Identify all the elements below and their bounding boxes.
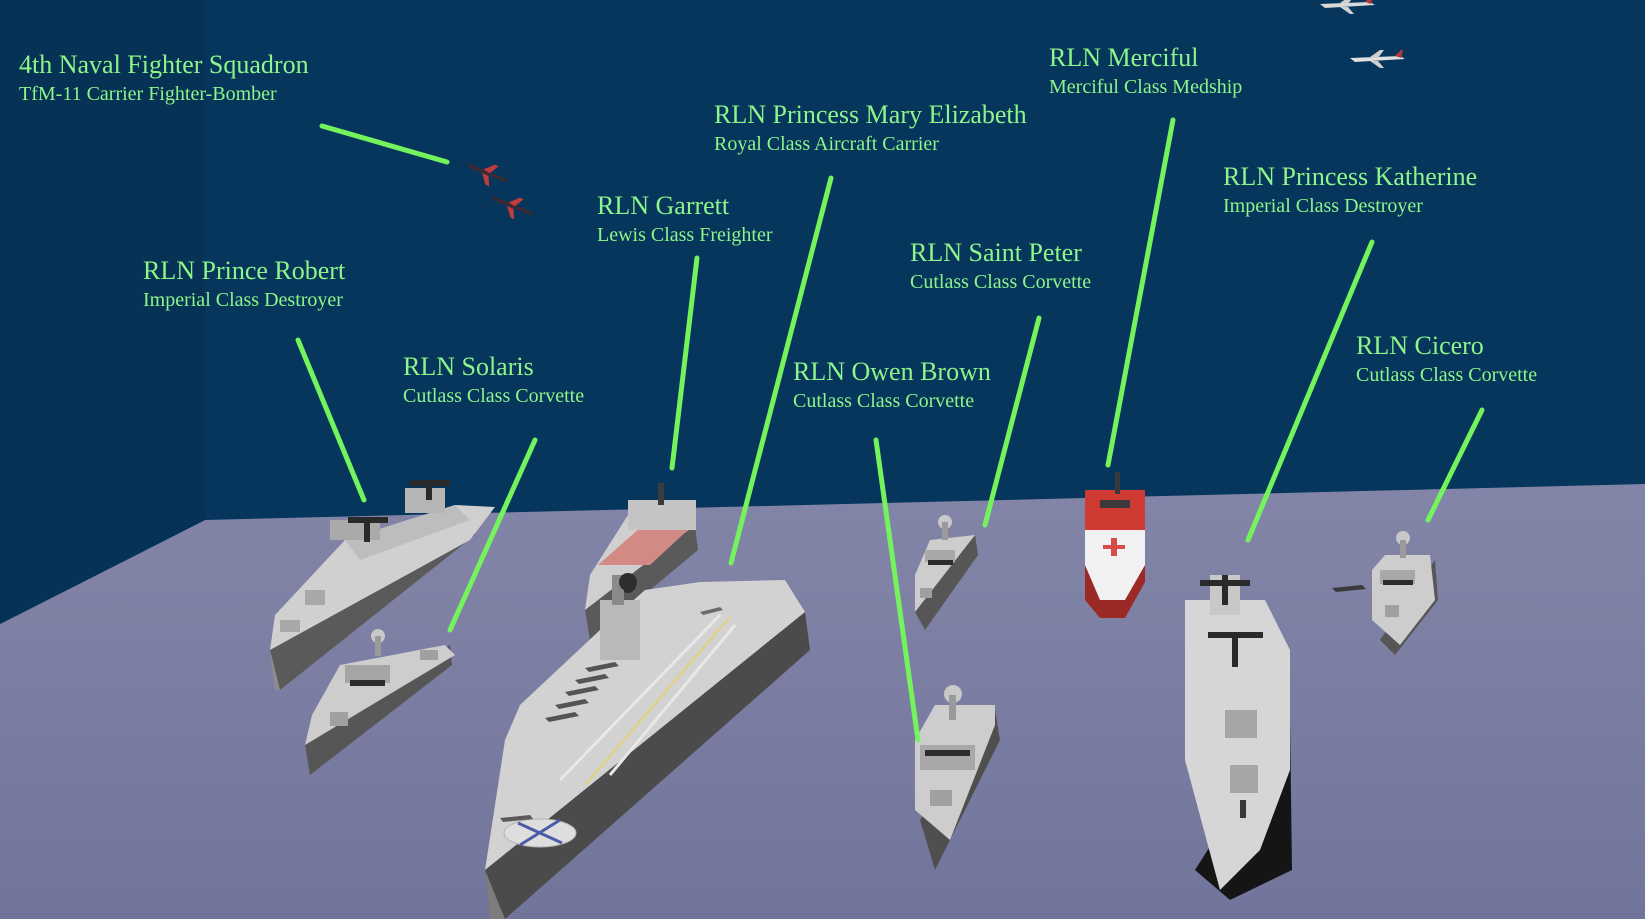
leader-princess-mary-elizabeth	[728, 175, 834, 566]
ship-prince-robert	[270, 480, 495, 690]
unit-name: 4th Naval Fighter Squadron	[19, 50, 309, 79]
ship-name: RLN Merciful	[1049, 43, 1199, 72]
ship-name: RLN Saint Peter	[910, 238, 1082, 267]
sea-floor	[0, 484, 1645, 919]
ship-class: Imperial Class Destroyer	[1223, 195, 1423, 217]
ship-class: Cutlass Class Corvette	[910, 271, 1092, 293]
label-princess-katherine: RLN Princess Katherine Imperial Class De…	[1223, 162, 1478, 217]
leader-merciful	[1105, 117, 1176, 468]
label-owen-brown: RLN Owen Brown Cutlass Class Corvette	[793, 357, 991, 412]
leader-prince-robert	[295, 337, 367, 503]
leader-saint-peter	[982, 315, 1042, 528]
squadron-fighter-2	[492, 195, 534, 220]
label-cicero: RLN Cicero Cutlass Class Corvette	[1356, 331, 1538, 386]
label-prince-robert: RLN Prince Robert Imperial Class Destroy…	[143, 256, 346, 311]
leader-owen-brown	[873, 437, 921, 743]
leader-lines	[295, 117, 1485, 743]
leader-garrett	[669, 255, 700, 471]
leader-solaris	[447, 437, 538, 633]
ship-princess-katherine	[1185, 575, 1292, 900]
ship-class: Imperial Class Destroyer	[143, 289, 343, 311]
ship-cicero	[1332, 531, 1438, 655]
aircraft-distant-1	[1320, 0, 1375, 14]
squadron-fighter-1	[467, 162, 509, 187]
left-wall	[0, 0, 205, 624]
label-fighter-squadron: 4th Naval Fighter Squadron TfM-11 Carrie…	[19, 50, 309, 105]
ship-saint-peter	[915, 515, 978, 630]
leader-princess-katherine	[1245, 239, 1375, 543]
ship-name: RLN Owen Brown	[793, 357, 991, 386]
ship-class: Royal Class Aircraft Carrier	[714, 133, 939, 155]
aircraft-distant-2	[1350, 50, 1405, 68]
ship-name: RLN Princess Katherine	[1223, 162, 1478, 191]
ship-name: RLN Princess Mary Elizabeth	[714, 100, 1027, 129]
ship-class: Lewis Class Freighter	[597, 224, 773, 246]
leader-cicero	[1425, 407, 1485, 523]
ship-class: Cutlass Class Corvette	[1356, 364, 1538, 386]
unit-class: TfM-11 Carrier Fighter-Bomber	[19, 83, 277, 105]
label-garrett: RLN Garrett Lewis Class Freighter	[597, 191, 773, 246]
ship-owen-brown	[915, 685, 1000, 870]
label-merciful: RLN Merciful Merciful Class Medship	[1049, 43, 1243, 98]
leader-fighter-squadron	[319, 123, 450, 165]
ship-name: RLN Solaris	[403, 352, 534, 381]
ship-name: RLN Garrett	[597, 191, 730, 220]
label-princess-mary-elizabeth: RLN Princess Mary Elizabeth Royal Class …	[714, 100, 1027, 155]
ship-class: Cutlass Class Corvette	[403, 385, 585, 407]
label-saint-peter: RLN Saint Peter Cutlass Class Corvette	[910, 238, 1092, 293]
ship-solaris	[305, 629, 455, 775]
ship-name: RLN Cicero	[1356, 331, 1484, 360]
ship-princess-mary-elizabeth	[485, 573, 810, 919]
ship-class: Cutlass Class Corvette	[793, 390, 975, 412]
ship-class: Merciful Class Medship	[1049, 76, 1243, 98]
ship-name: RLN Prince Robert	[143, 256, 346, 285]
ship-merciful	[1085, 472, 1145, 618]
label-solaris: RLN Solaris Cutlass Class Corvette	[403, 352, 585, 407]
